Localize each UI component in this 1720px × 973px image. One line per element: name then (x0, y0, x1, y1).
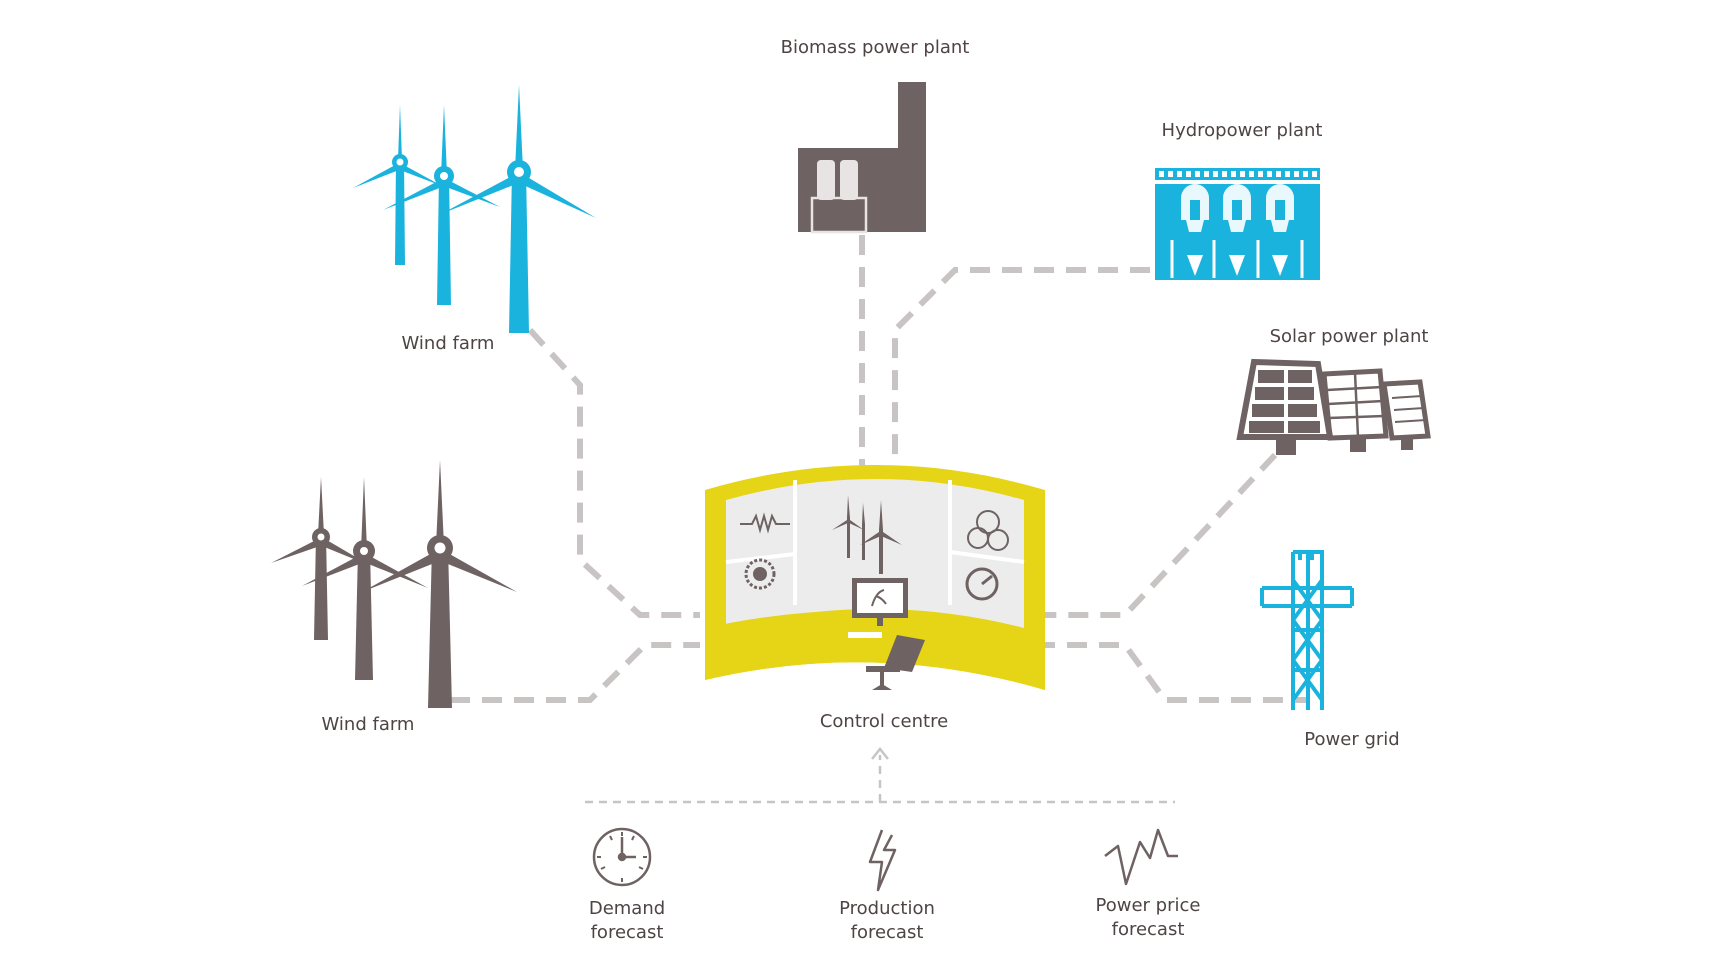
office-chair-icon (866, 635, 925, 690)
clock-icon (592, 827, 652, 887)
control-centre-icon (705, 465, 1045, 690)
solar-panel-small (1381, 379, 1431, 450)
label-wind-farm-top: Wind farm (401, 333, 495, 354)
gear-icon (744, 558, 776, 590)
hydropower-plant-icon (1155, 168, 1320, 280)
forecast-connector (585, 746, 1175, 804)
label-wind-farm-bottom: Wind farm (321, 714, 415, 735)
keyboard-icon (848, 632, 882, 638)
waveform-icon (740, 512, 790, 534)
gauge-icon (965, 567, 999, 601)
biomass-plant-icon (798, 82, 926, 234)
power-grid-icon (1260, 550, 1354, 710)
label-power-grid: Power grid (1304, 729, 1400, 750)
forecast-arrowhead (871, 746, 889, 760)
label-solar-power-plant: Solar power plant (1269, 326, 1429, 347)
link-grid (1035, 642, 1310, 703)
label-power-price-forecast: Power price forecast (1095, 895, 1201, 940)
monitor-icon (852, 578, 908, 626)
wind-farm-bottom-icon (271, 460, 517, 708)
lightning-icon (868, 829, 897, 892)
molecule-icon (967, 510, 1009, 551)
link-wind-bottom (450, 642, 700, 703)
solar-plant-icon (1236, 358, 1431, 455)
price-zigzag-icon (1104, 828, 1178, 886)
solar-panel-large (1236, 358, 1334, 455)
link-wind-top (527, 327, 700, 618)
link-hydro (892, 267, 1150, 470)
wind-farm-top-icon (353, 85, 596, 333)
label-biomass-power-plant: Biomass power plant (780, 37, 970, 58)
connection-lines (450, 235, 1310, 703)
center-turbines-icon (832, 495, 902, 574)
label-production-forecast: Production forecast (839, 898, 935, 943)
link-solar (1035, 452, 1278, 618)
label-control-centre: Control centre (819, 711, 949, 732)
label-hydropower-plant: Hydropower plant (1161, 120, 1323, 141)
label-demand-forecast: Demand forecast (588, 898, 666, 943)
